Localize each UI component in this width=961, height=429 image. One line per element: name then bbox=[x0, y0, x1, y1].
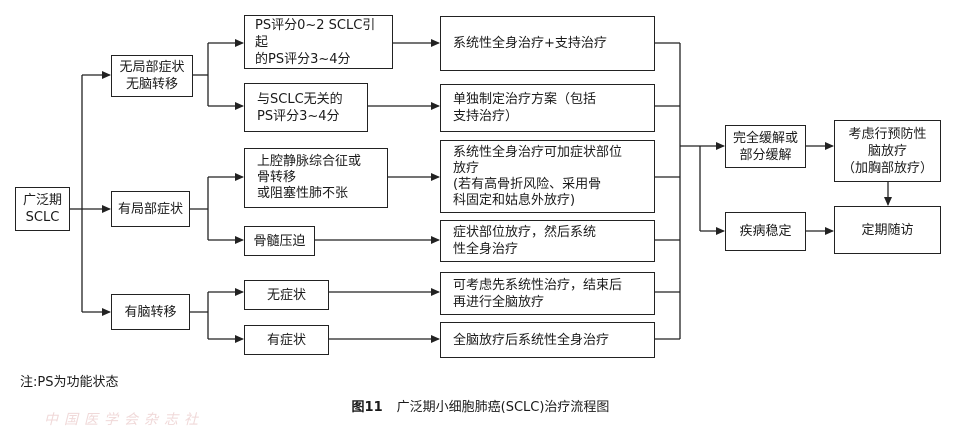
box-tx-systemic-local: 系统性全身治疗可加症状部位 放疗 (若有高骨折风险、采用骨 科固定和姑息外放疗) bbox=[440, 140, 655, 213]
box-ps-due-to-sclc: PS评分0~2 SCLC引起 的PS评分3~4分 bbox=[244, 15, 393, 69]
box-brain-metastasis: 有脑转移 bbox=[111, 294, 190, 330]
box-symptomatic: 有症状 bbox=[244, 325, 329, 355]
figure-number: 图11 bbox=[351, 400, 383, 415]
box-extensive-sclc: 广泛期 SCLC bbox=[15, 187, 70, 231]
box-tx-local-then-systemic: 症状部位放疗，然后系统 性全身治疗 bbox=[440, 220, 655, 262]
connector-lines bbox=[70, 39, 892, 343]
box-bone-marrow: 骨髓压迫 bbox=[244, 226, 315, 256]
box-response-complete-partial: 完全缓解或 部分缓解 bbox=[725, 125, 806, 168]
box-svc-syndrome: 上腔静脉综合征或 骨转移 或阻塞性肺不张 bbox=[244, 148, 388, 208]
figure-title: 广泛期小细胞肺癌(SCLC)治疗流程图 bbox=[396, 400, 610, 415]
flowchart-figure: 广泛期 SCLC 无局部症状 无脑转移 有局部症状 有脑转移 PS评分0~2 S… bbox=[0, 15, 961, 428]
figure-caption: 图11 广泛期小细胞肺癌(SCLC)治疗流程图 bbox=[0, 396, 961, 415]
box-ps-unrelated: 与SCLC无关的 PS评分3~4分 bbox=[244, 83, 368, 132]
box-prophylactic-rt: 考虑行预防性 脑放疗 （加胸部放疗） bbox=[834, 120, 941, 182]
box-tx-systemic-then-brain: 可考虑先系统性治疗，结束后 再进行全脑放疗 bbox=[440, 272, 655, 315]
box-tx-brain-then-systemic: 全脑放疗后系统性全身治疗 bbox=[440, 322, 655, 358]
footnote: 注:PS为功能状态 bbox=[20, 375, 119, 390]
box-local-symptoms: 有局部症状 bbox=[111, 191, 190, 227]
box-follow-up: 定期随访 bbox=[834, 206, 941, 254]
box-asymptomatic: 无症状 bbox=[244, 280, 329, 310]
box-tx-systemic-support: 系统性全身治疗+支持治疗 bbox=[440, 16, 655, 71]
box-stable-disease: 疾病稳定 bbox=[725, 212, 806, 251]
box-no-local-no-brain: 无局部症状 无脑转移 bbox=[111, 55, 193, 97]
box-tx-individual: 单独制定治疗方案（包括 支持治疗） bbox=[440, 84, 655, 132]
watermark-text: 中国医学会杂志社 bbox=[44, 412, 204, 428]
